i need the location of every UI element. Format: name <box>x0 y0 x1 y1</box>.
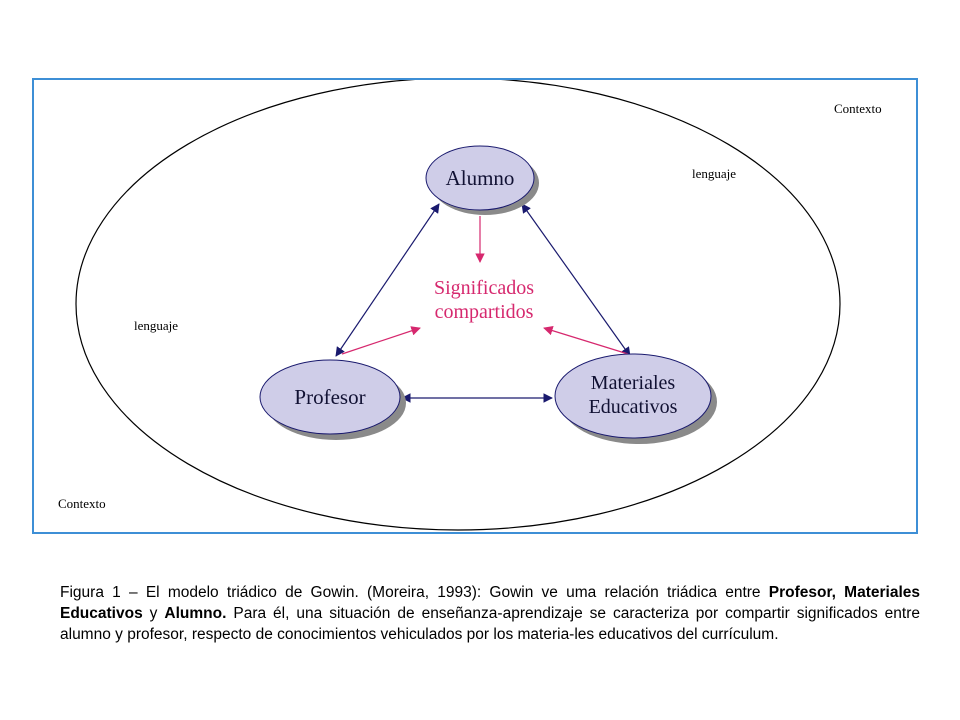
context-ellipse <box>75 80 841 531</box>
context-label-top: Contexto <box>834 101 882 116</box>
node-profesor-label: Profesor <box>294 385 365 409</box>
figure-caption: Figura 1 – El modelo triádico de Gowin. … <box>60 582 920 645</box>
node-alumno: Alumno <box>425 145 539 215</box>
center-label-line1: Significados <box>434 277 534 299</box>
arrow-profesor-to-center <box>341 326 421 355</box>
caption-text-3: Para él, una situación de enseñanza-apre… <box>60 605 920 643</box>
language-label-right: lenguaje <box>692 166 736 181</box>
node-alumno-label: Alumno <box>446 166 515 190</box>
diagram-frame: Contexto Contexto lenguaje lenguaje Sign… <box>32 78 918 534</box>
arrow-alumno-profesor <box>335 203 440 357</box>
node-profesor: Profesor <box>259 359 406 440</box>
node-materiales-label-line1: Materiales <box>591 372 676 394</box>
caption-text-2: y <box>142 605 165 622</box>
arrow-alumno-materiales <box>521 203 631 357</box>
node-materiales: Materiales Educativos <box>554 353 717 444</box>
context-label-bottom: Contexto <box>58 496 106 511</box>
arrow-materiales-to-center <box>543 325 629 355</box>
caption-bold-1: Profesor, Materiales Educativos <box>60 584 920 622</box>
language-label-left: lenguaje <box>134 318 178 333</box>
gowin-triadic-diagram: Contexto Contexto lenguaje lenguaje Sign… <box>58 80 882 531</box>
caption-text-1: Figura 1 – El modelo triádico de Gowin. … <box>60 584 769 601</box>
caption-bold-2: Alumno. <box>164 605 227 622</box>
center-label-line2: compartidos <box>435 301 534 323</box>
node-materiales-label-line2: Educativos <box>589 396 678 418</box>
